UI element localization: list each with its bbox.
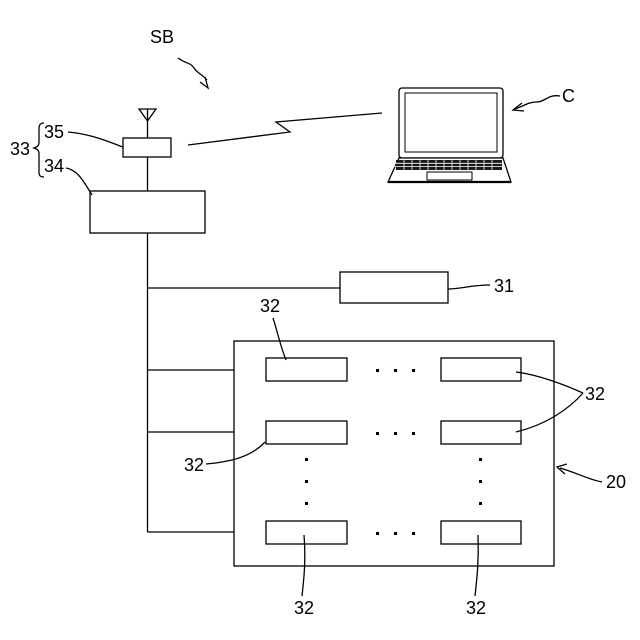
label-32-right: 32	[585, 384, 605, 404]
sensor-box-r3-right	[441, 521, 521, 544]
label-c: C	[562, 86, 575, 106]
box-34	[90, 191, 205, 233]
label-33: 33	[10, 139, 30, 159]
leader-31	[448, 285, 490, 289]
label-34: 34	[44, 156, 64, 176]
wireless-link	[188, 113, 382, 145]
antenna-icon	[139, 109, 156, 138]
sb-arrow-line	[178, 58, 207, 80]
sensor-box-r2-left	[266, 421, 347, 444]
sensor-box-r1-right	[441, 358, 521, 381]
label-32-top: 32	[260, 296, 280, 316]
bracket-33	[34, 123, 44, 177]
label-32-bottom-right: 32	[466, 598, 486, 618]
sensor-box-r3-left	[266, 521, 347, 544]
box-31	[340, 272, 448, 303]
label-32-bottom-left: 32	[294, 598, 314, 618]
sensor-box-r2-right	[441, 421, 521, 444]
label-32-left: 32	[184, 455, 204, 475]
label-31: 31	[494, 276, 514, 296]
label-sb: SB	[150, 27, 174, 47]
leader-35	[68, 132, 123, 147]
leader-c	[515, 96, 560, 109]
sb-arrow-head	[200, 77, 208, 88]
label-20: 20	[606, 472, 626, 492]
box-35	[123, 138, 171, 157]
sensor-box-r1-left	[266, 358, 347, 381]
leader-20	[560, 468, 602, 482]
leader-34	[66, 168, 92, 195]
label-35: 35	[44, 122, 64, 142]
laptop-icon	[388, 88, 511, 182]
